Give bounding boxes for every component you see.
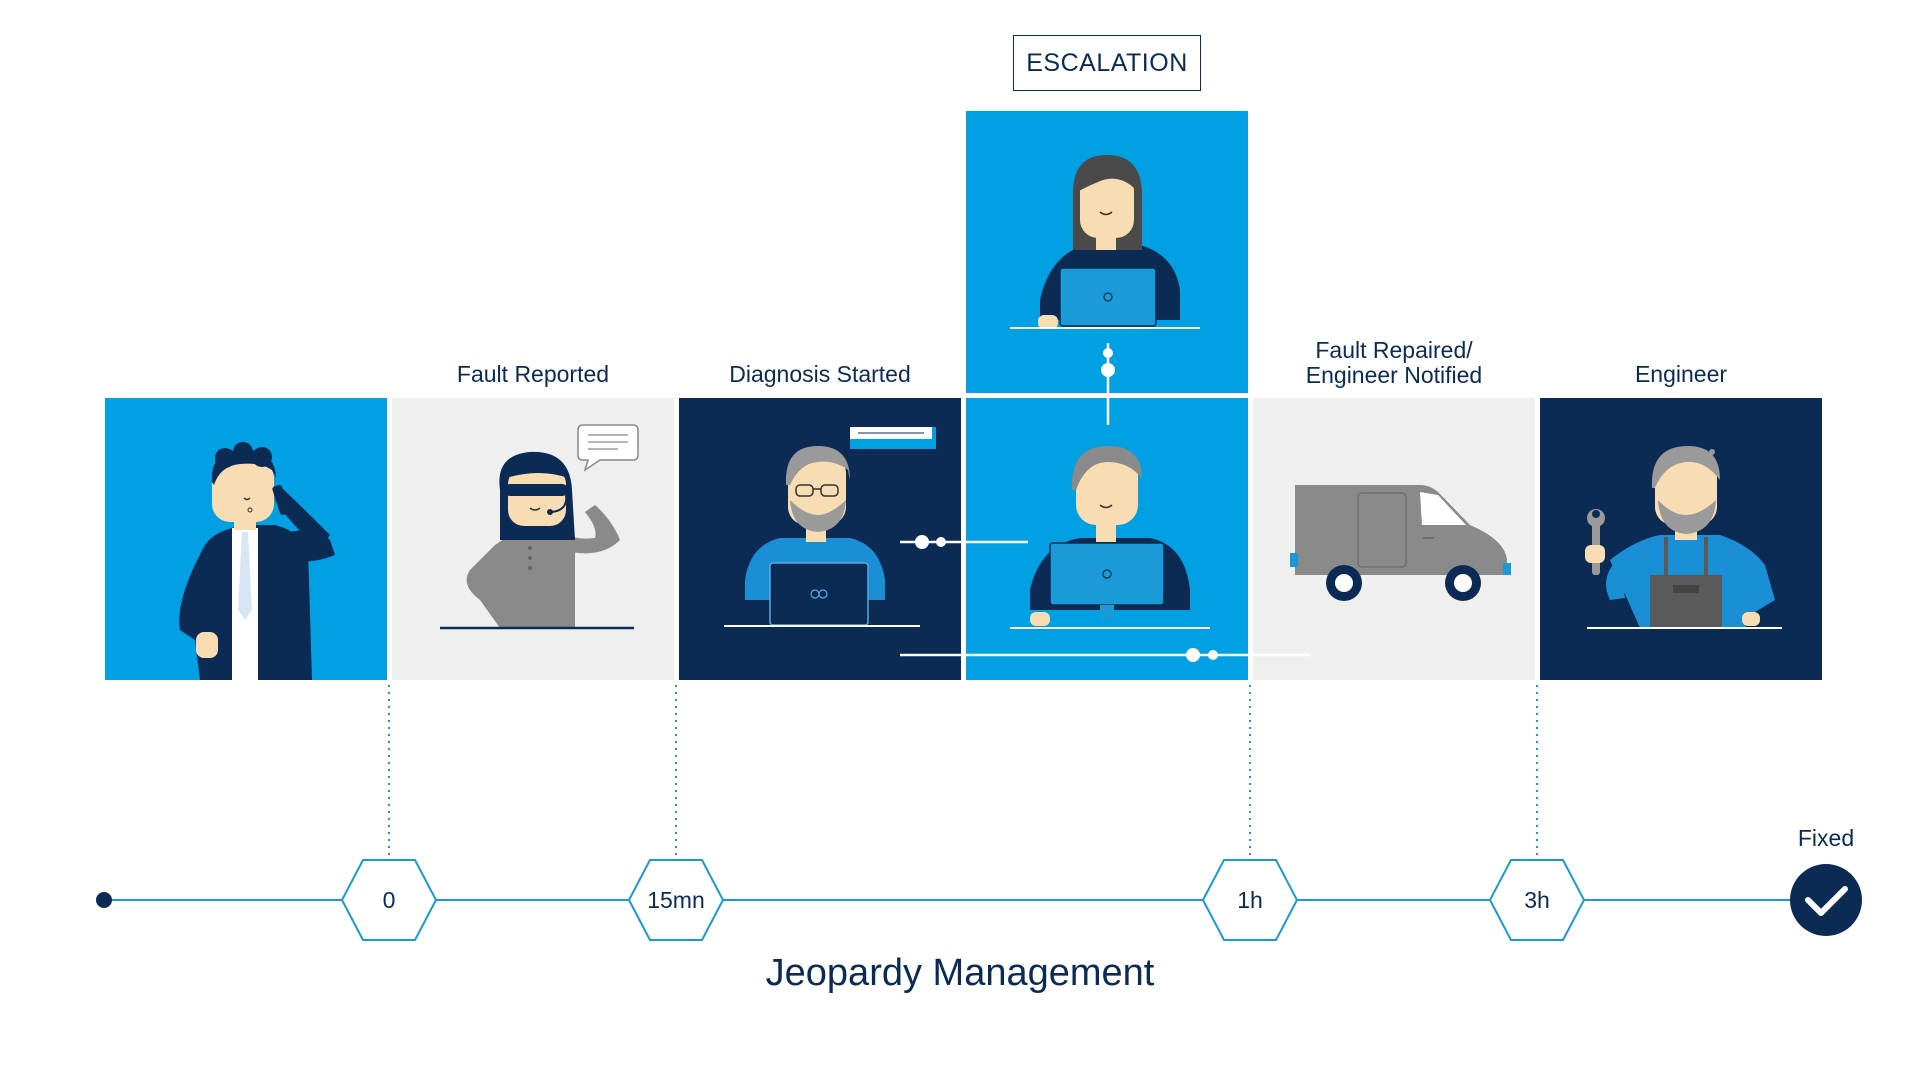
marker-label: 0 [383,887,396,913]
dotted-drop-lines [388,685,1538,860]
timeline: 0 15mn 1h 3h [96,859,1862,941]
operator-illustration [1010,446,1210,629]
check-icon [1805,886,1848,916]
timeline-marker: 3h [1488,859,1586,941]
fixed-label: Fixed [1797,825,1855,851]
speech-bubble-icon [577,424,639,472]
panel-fault-repaired [1253,398,1535,680]
stage-label-line: Engineer [1634,361,1728,387]
panel-connectors [900,343,1310,662]
stage-label-fault-repaired: Fault Repaired/ Engineer Notified [1253,338,1535,388]
stage-label-line: Fault Reported [456,361,610,387]
timeline-marker: 0 [340,859,438,941]
businessman-illustration [179,442,335,680]
timeline-marker: 1h [1201,859,1299,941]
supervisor-illustration [1010,155,1200,329]
panel-escalation-operator [966,398,1248,680]
stage-label-diagnosis-started: Diagnosis Started [679,362,961,387]
stage-label-line: Diagnosis Started [729,361,911,387]
panel-engineer [1540,398,1822,680]
timeline-start-dot [96,892,112,908]
engineer-illustration [1585,446,1782,629]
stage-label-line: Fault Repaired/ [1315,337,1473,363]
timeline-marker: 15mn [627,859,725,941]
stage-label-fault-reported: Fault Reported [392,362,674,387]
stage-label-line: Engineer Notified [1305,362,1483,388]
panel-diagnosis-started [679,398,961,680]
diagram-title: Jeopardy Management [765,952,1155,994]
marker-label: 15mn [647,887,705,913]
call-agent-illustration [440,424,639,630]
escalation-box: ESCALATION [1013,35,1201,91]
van-icon [1290,485,1511,601]
marker-label: 1h [1237,887,1263,913]
panel-fault-reported [392,398,674,680]
stage-label-engineer: Engineer [1540,362,1822,387]
diagnostician-illustration [724,427,936,627]
panel-caller [105,398,387,680]
fixed-endpoint [1790,864,1862,936]
marker-label: 3h [1524,887,1550,913]
